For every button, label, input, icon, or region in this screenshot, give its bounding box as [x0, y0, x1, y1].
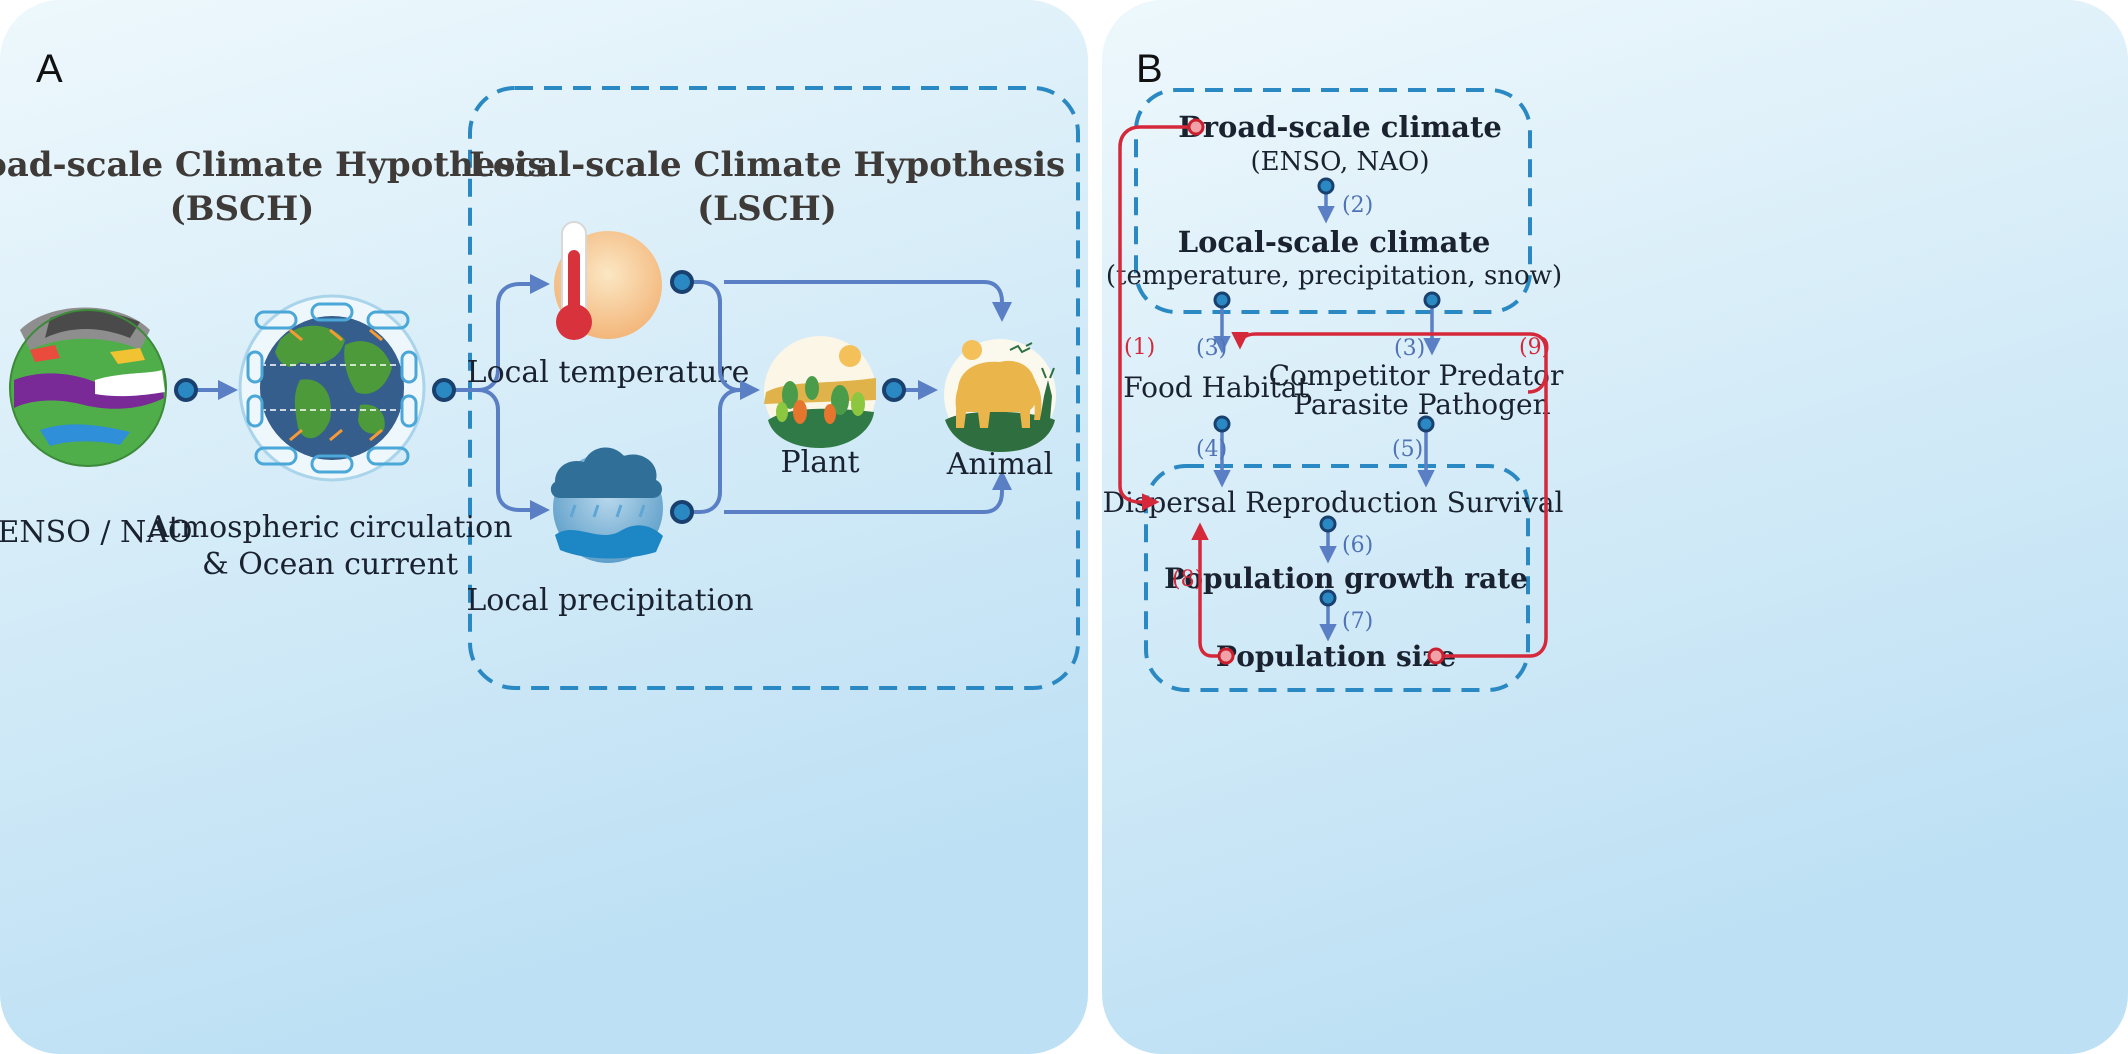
climate-dashed-box [1134, 88, 1532, 314]
enso-globe-icon [9, 307, 167, 467]
dispersal-reproduction-survival-label: Dispersal Reproduction Survival [1103, 486, 1564, 519]
node-atmospheric [432, 378, 456, 402]
label-3-left: (3) [1196, 336, 1227, 361]
arrow-8 [1191, 522, 1226, 658]
enso-nao-label: ENSO / NAO [0, 515, 193, 550]
node-precipitation [670, 500, 694, 524]
node-growth-rate [1319, 589, 1337, 607]
label-9: (9) [1519, 335, 1550, 360]
node-local-left [1213, 291, 1231, 309]
local-precipitation-label: Local precipitation [466, 583, 753, 618]
bsch-abbrev: (BSCH) [170, 189, 315, 229]
plant-icon [764, 336, 876, 448]
broad-scale-sub-label: (ENSO, NAO) [1251, 147, 1430, 177]
node-enso [174, 378, 198, 402]
node-temperature [670, 270, 694, 294]
arrow-temperature-to-animal [724, 280, 1012, 322]
atmospheric-label-1: Atmospheric circulation [146, 510, 512, 545]
label-5: (5) [1392, 437, 1423, 462]
label-3-right: (3) [1394, 336, 1425, 361]
population-size-label: Population size [1216, 640, 1456, 673]
competitor-predator-label: Competitor Predator [1269, 359, 1564, 392]
local-scale-sub-label: (temperature, precipitation, snow) [1106, 261, 1562, 291]
population-growth-rate-label: Population growth rate [1164, 562, 1528, 595]
label-7: (7) [1342, 609, 1373, 634]
node-population-size-right [1427, 647, 1445, 665]
node-reproduction [1319, 515, 1337, 533]
panel-b-letter: B [1136, 47, 1163, 91]
label-2: (2) [1342, 193, 1373, 218]
node-food [1213, 415, 1231, 433]
label-4: (4) [1196, 437, 1227, 462]
rain-cloud-icon [550, 447, 663, 563]
node-competitor [1417, 415, 1435, 433]
local-scale-climate-label: Local-scale climate [1178, 225, 1491, 259]
lsch-title: Local-scale Climate Hypothesis [469, 145, 1065, 185]
arrow-precipitation-to-plant [682, 388, 741, 514]
plant-label: Plant [780, 445, 859, 480]
food-habitat-label: Food Habitat [1123, 371, 1309, 404]
node-population-size-left [1217, 647, 1235, 665]
atmospheric-label-2: & Ocean current [202, 547, 458, 582]
population-dashed-box [1144, 464, 1530, 692]
node-broad-scale [1317, 177, 1335, 195]
node-local-right [1423, 291, 1441, 309]
arrow-9 [1231, 331, 1548, 658]
arrow-precipitation-to-animal [724, 470, 1012, 514]
bsch-title: Broad-scale Climate Hypothesis [0, 145, 547, 185]
label-8: (8) [1172, 567, 1203, 592]
thermometer-icon [554, 221, 662, 340]
panel-a-letter: A [36, 47, 63, 91]
parasite-pathogen-label: Parasite Pathogen [1293, 388, 1550, 421]
label-6: (6) [1342, 533, 1373, 558]
label-1: (1) [1124, 335, 1155, 360]
local-temperature-label: Local temperature [467, 355, 750, 390]
broad-scale-climate-label: Broad-scale climate [1178, 110, 1502, 144]
arrow-temperature-to-plant [682, 280, 760, 400]
node-broad-red [1187, 118, 1205, 136]
arrow-atmo-to-precipitation [477, 388, 550, 520]
panel-b-background [1102, 0, 2128, 1054]
arrow-atmo-to-temperature [444, 274, 550, 392]
lsch-abbrev: (LSCH) [697, 189, 837, 229]
arrow-1 [1118, 125, 1196, 511]
node-plant [882, 378, 906, 402]
animal-label: Animal [946, 447, 1054, 482]
panel-a-background [0, 0, 1088, 1054]
elephant-icon [944, 339, 1056, 452]
atmospheric-globe-icon [238, 294, 426, 482]
arrow-9-predator-link [1527, 371, 1548, 394]
